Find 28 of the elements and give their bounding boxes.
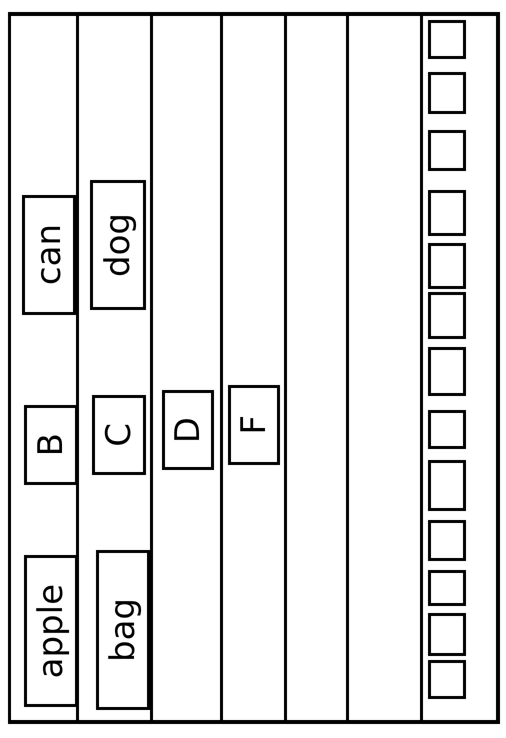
column-band bbox=[284, 12, 346, 724]
column-band bbox=[346, 12, 420, 724]
square-box bbox=[428, 660, 466, 699]
label-box: D bbox=[162, 390, 214, 470]
square-box bbox=[428, 613, 466, 656]
square-box bbox=[428, 243, 466, 289]
label-box: can bbox=[22, 195, 76, 315]
column-band bbox=[150, 12, 220, 724]
square-box bbox=[428, 20, 466, 59]
square-box bbox=[428, 347, 466, 396]
square-box bbox=[428, 410, 466, 449]
column-band bbox=[420, 12, 500, 724]
label-box: B bbox=[24, 405, 78, 485]
square-box bbox=[428, 520, 466, 561]
square-box bbox=[428, 460, 466, 511]
label-box: F bbox=[228, 385, 280, 465]
column-band bbox=[220, 12, 284, 724]
label-box: bag bbox=[96, 550, 150, 710]
square-box bbox=[428, 72, 466, 114]
label-box: C bbox=[92, 395, 146, 475]
column-band bbox=[76, 12, 150, 724]
square-box bbox=[428, 570, 466, 606]
square-box bbox=[428, 292, 466, 339]
column-band bbox=[8, 12, 76, 724]
label-box: dog bbox=[90, 180, 146, 310]
label-box: apple bbox=[24, 555, 78, 707]
square-box bbox=[428, 130, 466, 171]
square-box bbox=[428, 190, 466, 236]
